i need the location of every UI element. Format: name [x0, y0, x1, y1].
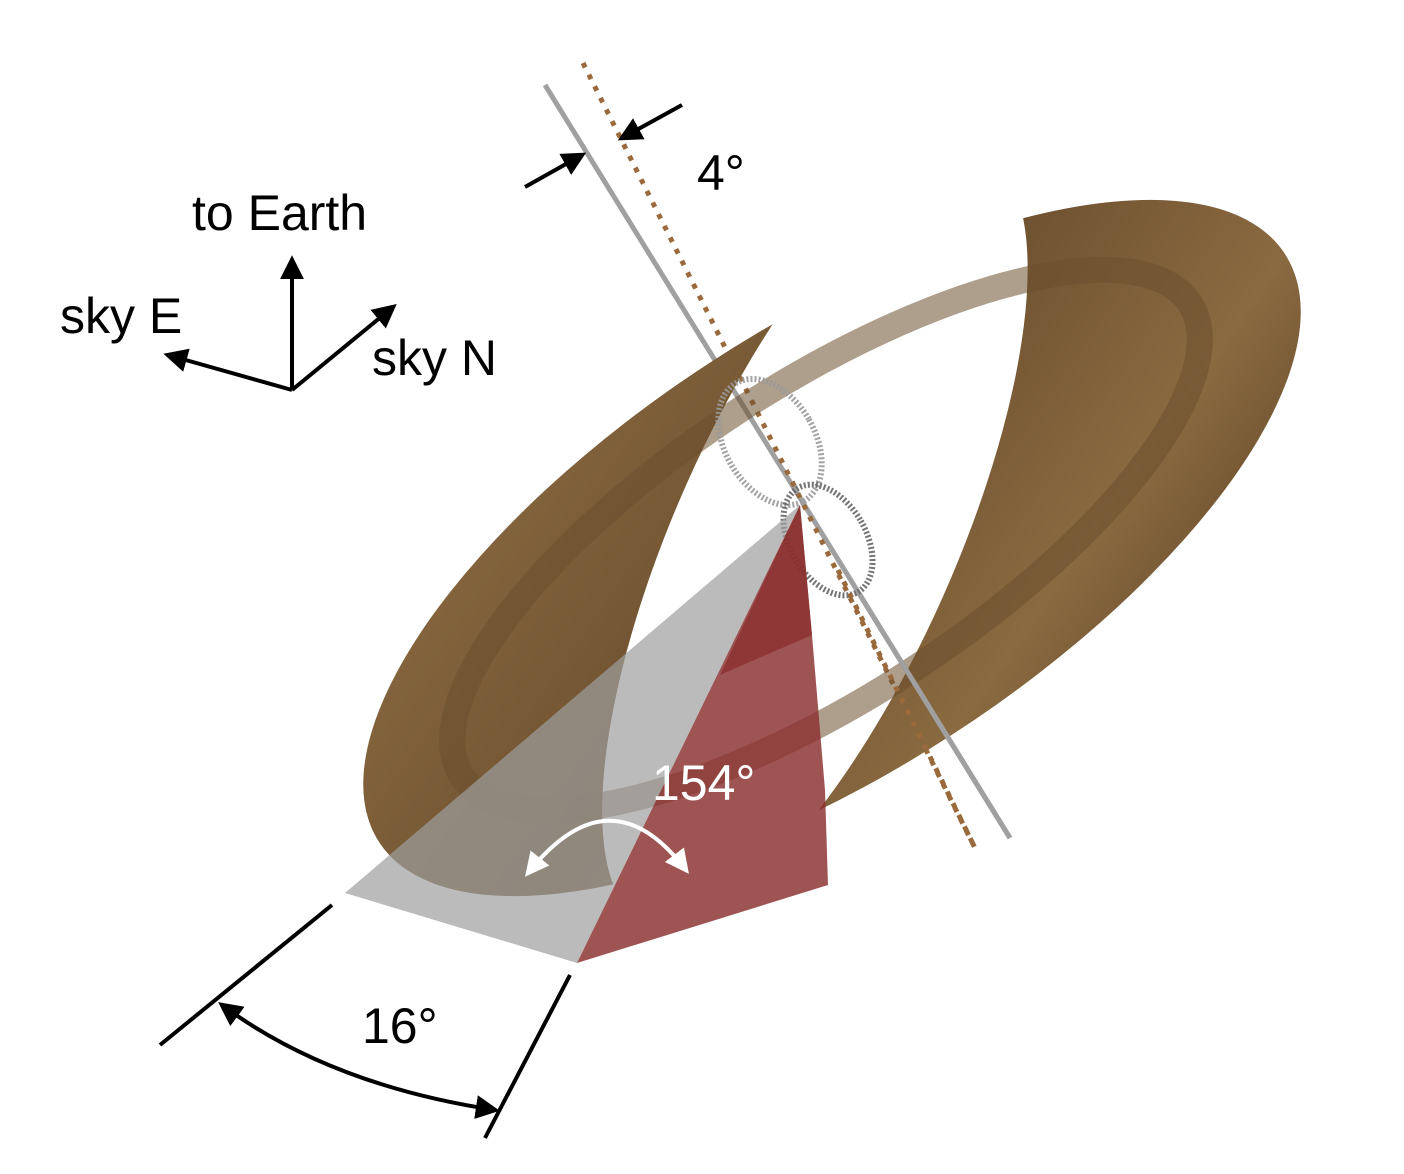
tilt-arrow-left	[524, 152, 587, 189]
sky-north-label: sky N	[372, 330, 497, 386]
gray-sector	[345, 505, 800, 963]
phase-angle-arc-arrow	[525, 818, 689, 877]
red-sector-inner-top	[720, 505, 812, 675]
coordinate-axes	[163, 255, 397, 392]
to-earth-label: to Earth	[192, 185, 367, 241]
phase-angle-label: 154°	[652, 755, 755, 811]
small-orbit-loop-upper	[715, 375, 825, 509]
rotation-axis-line-front	[857, 593, 1013, 840]
sky-north-arrow	[290, 303, 397, 392]
tilt-angle-label: 4°	[697, 145, 745, 201]
small-orbit-loop-lower	[780, 481, 876, 599]
opening-edge-left	[158, 903, 334, 1047]
opening-angle-arc-arrow	[218, 1002, 500, 1119]
sky-east-label: sky E	[60, 288, 182, 344]
tilt-arrow-right	[617, 103, 683, 141]
opening-edge-right	[483, 974, 572, 1139]
sky-east-arrow	[163, 348, 293, 392]
opening-angle-label: 16°	[362, 998, 438, 1054]
